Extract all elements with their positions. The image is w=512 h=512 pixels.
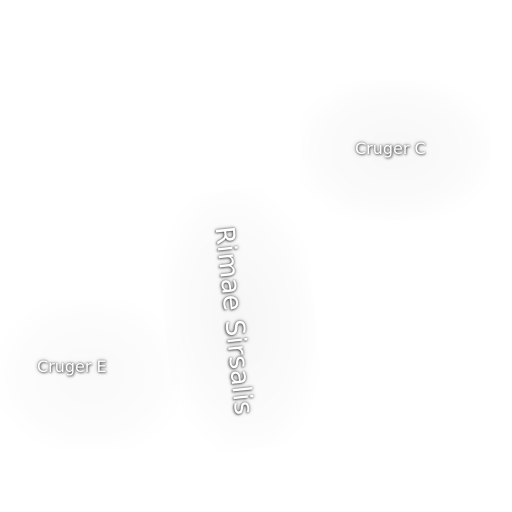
- map-label-cruger-e[interactable]: Cruger E: [37, 357, 107, 376]
- map-label-cruger-c[interactable]: Cruger C: [355, 139, 426, 158]
- map-label-rimae-sirsalis[interactable]: Rimae Sirsalis: [208, 224, 259, 417]
